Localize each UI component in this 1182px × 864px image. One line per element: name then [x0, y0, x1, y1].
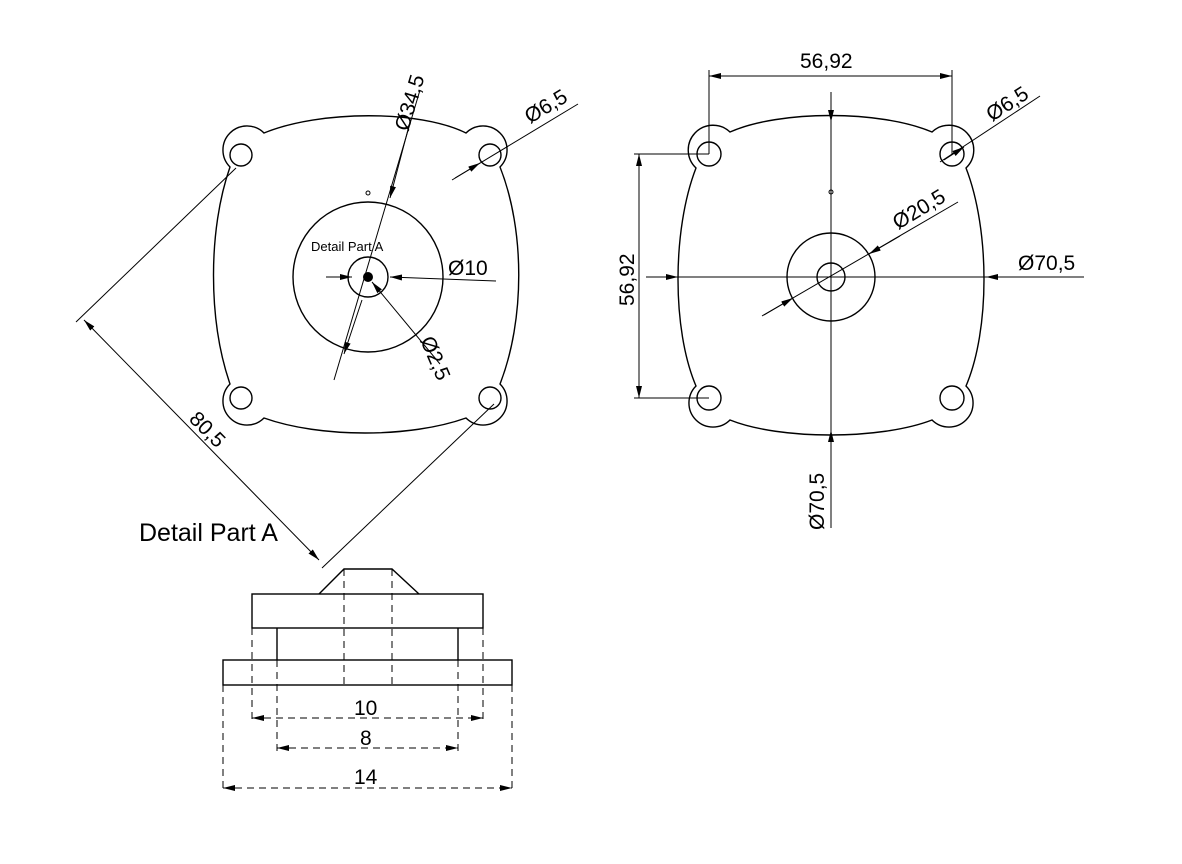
vent-mark — [365, 190, 371, 196]
dim-10-detail-label: 10 — [354, 697, 377, 720]
arrow-6-5-front — [454, 162, 481, 179]
dim-10-arrow-b — [471, 715, 483, 721]
side-hole-bottom-right — [939, 385, 965, 411]
detail-part-a: Detail Part A 10 8 14 — [139, 519, 513, 792]
dim-20-5-label: Ø20,5 — [889, 185, 950, 234]
side-view: 56,92 56,92 Ø6,5 Ø20,5 Ø70,5 Ø70,5 — [616, 50, 1084, 530]
dim-70-5-v-label: Ø70,5 — [806, 473, 829, 530]
detail-title: Detail Part A — [139, 519, 278, 547]
dim-14-arrow-a — [223, 785, 235, 791]
dim-80-5-label: 80,5 — [184, 407, 229, 452]
detail-callout-label: Detail Part A — [311, 239, 384, 254]
dim-10-label: Ø10 — [448, 257, 488, 280]
detail-upper-plate — [251, 593, 484, 629]
dim-6-5-side-label: Ø6,5 — [982, 82, 1033, 126]
dim-8-arrow-b — [446, 745, 458, 751]
dim-34-5-label: Ø34,5 — [391, 72, 430, 133]
dim-56-92-v-label: 56,92 — [616, 253, 639, 306]
inner-circle-34-5 — [292, 201, 444, 353]
arrow-34-5-top — [389, 121, 411, 199]
bolt-hole-top-left — [229, 143, 253, 167]
ext-line-80-5-a — [75, 167, 237, 323]
dim-10-arrow-a — [252, 715, 264, 721]
arrow-10-right — [389, 274, 497, 282]
arrow-34-5-bottom — [343, 299, 363, 355]
dim-8-arrow-a — [277, 745, 289, 751]
bolt-hole-bottom-left — [229, 386, 253, 410]
dim-8-detail-label: 8 — [360, 727, 372, 750]
bolt-hole-top-right — [478, 143, 502, 167]
leader-20-5 — [761, 201, 959, 317]
arrow-20-5-bottom — [763, 297, 794, 316]
bolt-hole-bottom-right — [478, 386, 502, 410]
dim-14-detail-label: 14 — [354, 766, 378, 789]
arrow-20-5-top — [868, 235, 901, 255]
detail-cap — [318, 568, 420, 595]
dim-56-92-h-label: 56,92 — [800, 50, 853, 73]
side-outline — [677, 114, 985, 436]
dim-2-5-label: Ø2,5 — [415, 333, 454, 384]
dim-line-80-5 — [83, 319, 320, 561]
arrow-2-5 — [371, 281, 441, 365]
flange-outline — [212, 115, 520, 434]
arrow-6-5-side — [943, 146, 965, 161]
dim-14-arrow-b — [500, 785, 512, 791]
front-view: 80,5 Ø34,5 Ø6,5 Ø10 Ø2,5 Detail Part A — [75, 72, 579, 569]
detail-lower-plate — [222, 659, 513, 686]
ext-line-80-5-b — [321, 403, 495, 569]
dim-6-5-front-label: Ø6,5 — [521, 85, 572, 128]
dim-70-5-h-label: Ø70,5 — [1018, 252, 1075, 275]
